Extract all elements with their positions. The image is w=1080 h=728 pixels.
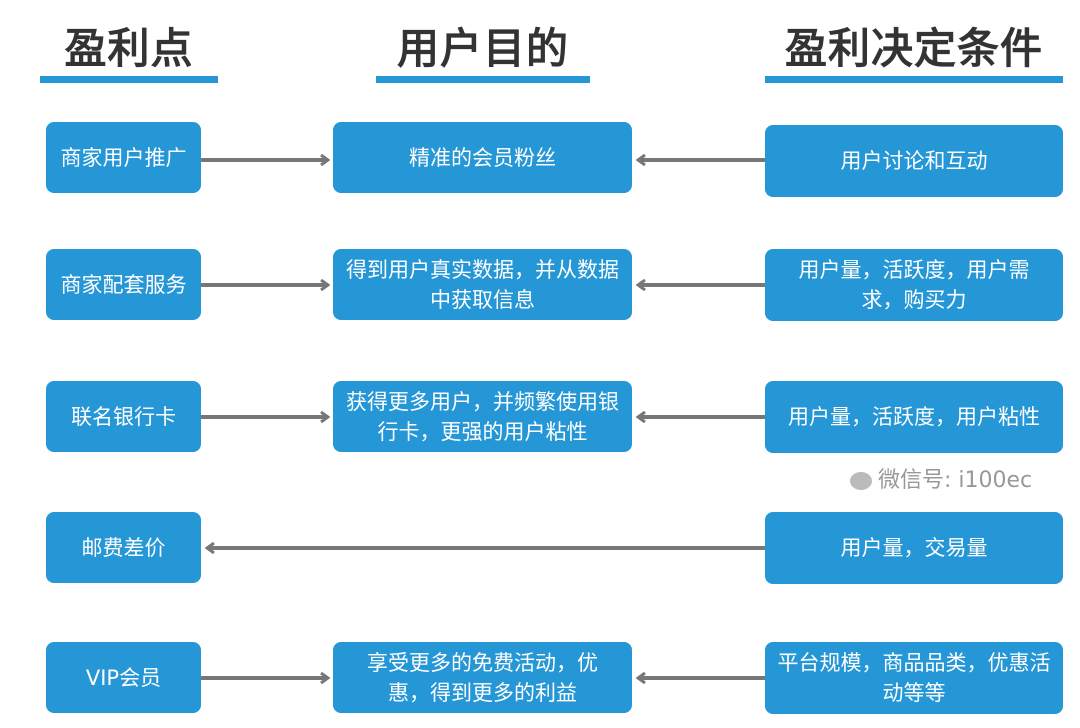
header-underline: [765, 76, 1063, 83]
condition-box: 平台规模，商品品类，优惠活动等等: [765, 642, 1063, 714]
condition-box: 用户讨论和互动: [765, 125, 1063, 197]
profit-point-box: 商家配套服务: [46, 249, 201, 320]
profit-point-box: 商家用户推广: [46, 122, 201, 193]
header-profit-point: 盈利点: [64, 24, 194, 73]
wechat-icon: [850, 472, 872, 490]
header-underline: [40, 76, 218, 83]
profit-point-box: 联名银行卡: [46, 381, 201, 452]
condition-box: 用户量，活跃度，用户需求，购买力: [765, 249, 1063, 321]
condition-box: 用户量，活跃度，用户粘性: [765, 381, 1063, 453]
user-purpose-box: 精准的会员粉丝: [333, 122, 632, 193]
header-underline: [376, 76, 590, 83]
condition-box: 用户量，交易量: [765, 512, 1063, 584]
watermark-text: 微信号: i100ec: [878, 468, 1033, 493]
user-purpose-box: 得到用户真实数据，并从数据中获取信息: [333, 249, 632, 320]
profit-point-box: VIP会员: [46, 642, 201, 713]
header-condition: 盈利决定条件: [784, 24, 1043, 73]
profit-point-box: 邮费差价: [46, 512, 201, 583]
watermark: 微信号: i100ec: [850, 466, 1032, 496]
user-purpose-box: 享受更多的免费活动，优惠，得到更多的利益: [333, 642, 632, 713]
header-user-purpose: 用户目的: [396, 24, 569, 73]
user-purpose-box: 获得更多用户，并频繁使用银行卡，更强的用户粘性: [333, 381, 632, 452]
